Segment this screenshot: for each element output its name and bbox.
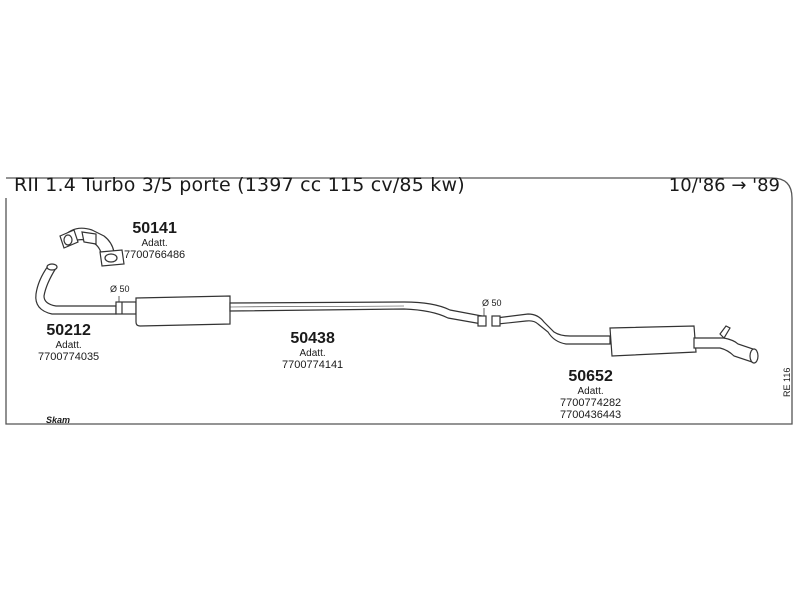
exhaust-diagram [5,177,793,425]
frame-border [5,177,793,425]
diagram-frame: RII 1.4 Turbo 3/5 porte (1397 cc 115 cv/… [4,172,794,426]
part-adapter-label: Adatt. [55,340,82,351]
part-50652-drawing [491,313,759,364]
page-title: RII 1.4 Turbo 3/5 porte (1397 cc 115 cv/… [14,174,465,196]
part-adapter-label: Adatt. [577,386,604,397]
year-range: 10/'86 → '89 [668,175,780,196]
part-reference: 7700436443 [560,409,622,421]
part-50212-drawing [35,263,117,315]
part-50141-drawing [59,227,125,267]
part-code: 50652 [568,368,613,385]
part-code: 50212 [46,322,91,339]
part-label-50141: 50141 Adatt. 7700766486 [124,220,185,261]
part-reference: 7700774141 [282,359,344,371]
part-reference: 7700766486 [124,249,186,261]
part-adapter-label: Adatt. [299,348,326,359]
part-reference: 7700774282 [560,397,622,409]
part-code: 50438 [290,330,335,347]
part-reference: 7700774035 [38,351,100,363]
part-label-50438: 50438 Adatt. 7700774141 [282,330,343,371]
part-code: 50141 [132,220,177,237]
adapter-drawing [115,301,137,315]
diameter-label: Ø 50 [110,284,130,294]
diameter-label: Ø 50 [482,298,502,308]
part-label-50652: 50652 Adatt. 7700774282 7700436443 [560,368,621,421]
brand-logo: Skam [46,415,71,425]
part-label-50212: 50212 Adatt. 7700774035 [38,322,99,363]
part-50438-drawing [135,295,487,327]
sheet-code: RE 116 [782,367,792,397]
part-adapter-label: Adatt. [141,238,168,249]
